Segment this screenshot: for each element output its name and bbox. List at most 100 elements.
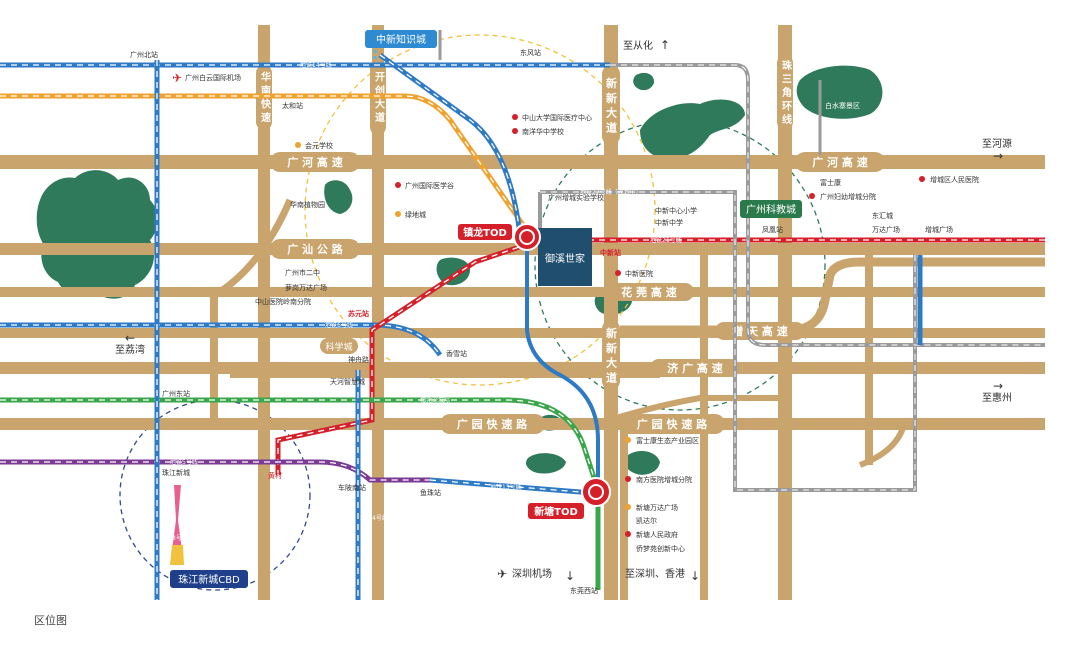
svg-text:地铁14号线: 地铁14号线: [300, 61, 332, 69]
park-baiyun: [796, 65, 883, 119]
district-jiaoyucheng: 广州科教城: [740, 200, 802, 218]
road-label-huaguan: 花 莞 高 速: [621, 285, 677, 299]
tod-xintang: 新塘TOD: [528, 477, 611, 519]
road-label-guanghe-e: 广 河 高 速: [812, 155, 868, 169]
station-shenzhou: 神舟路: [348, 355, 369, 364]
park-small-2: [436, 257, 470, 286]
svg-text:绿地城: 绿地城: [405, 210, 426, 219]
road-label-xinxin-n: 新 新 大 道: [605, 76, 618, 133]
park-west: [36, 170, 158, 299]
tod-xintang-label: 新塘TOD: [534, 505, 578, 518]
svg-text:富士康: 富士康: [820, 178, 841, 187]
svg-text:地铁3号线: 地铁3号线: [160, 534, 188, 542]
svg-text:↓: ↓: [565, 569, 575, 583]
svg-text:萝岗万达广场: 萝岗万达广场: [285, 283, 327, 292]
svg-text:广州妇幼增城分院: 广州妇幼增城分院: [820, 192, 876, 201]
project-name: 御溪世家: [545, 252, 585, 265]
svg-text:中山医院岭南分院: 中山医院岭南分院: [255, 297, 311, 306]
map-caption: 区位图: [34, 614, 67, 627]
district-cbd: 珠江新城CBD: [170, 570, 248, 588]
svg-text:↓: ↓: [690, 569, 700, 583]
district-kexuecheng: 科学城: [320, 338, 358, 354]
svg-text:✈: ✈: [497, 567, 507, 581]
svg-text:←: ←: [125, 331, 135, 345]
park-center: [640, 99, 745, 159]
svg-text:华南植物园: 华南植物园: [290, 200, 325, 209]
station-guangzhou-north: 广州北站: [130, 50, 158, 59]
station-dongfeng: 东风站: [520, 48, 541, 57]
svg-text:增城区人民医院: 增城区人民医院: [930, 175, 979, 184]
svg-text:白水寨景区: 白水寨景区: [825, 101, 860, 110]
station-zhongxin: 中新站: [600, 248, 621, 257]
dir-airport: 深圳机场: [512, 567, 552, 580]
road-curve-west: [208, 198, 294, 302]
svg-text:中山大学国际医疗中心: 中山大学国际医疗中心: [522, 113, 592, 122]
svg-text:地铁16号线: 地铁16号线: [655, 486, 687, 494]
svg-text:地铁6号线: 地铁6号线: [325, 321, 353, 329]
svg-text:万达广场: 万达广场: [872, 225, 900, 234]
station-xiangxue: 香雪站: [446, 349, 467, 358]
station-dongguan: 东莞西站: [570, 586, 598, 595]
svg-text:地铁27号线（规划中）: 地铁27号线（规划中）: [580, 188, 642, 196]
road-label-zengtian: 增 天 高 速: [732, 324, 788, 338]
svg-text:中新医院: 中新医院: [625, 269, 653, 278]
svg-text:中新中学: 中新中学: [655, 218, 683, 227]
road-labels: 广 河 高 速 广 河 高 速 广 汕 公 路 花 莞 高 速 增 天 高 速 …: [256, 55, 885, 434]
road-south-east: [858, 419, 908, 468]
metro-line-5: [0, 459, 430, 483]
radius-circle-cbd: [119, 399, 311, 591]
metro-line-labels: 地铁14号线 地铁21号线 地铁6号线 地铁5号线 地铁13号线 地铁16号线 …: [160, 61, 687, 542]
svg-text:地铁21号线: 地铁21号线: [650, 236, 682, 244]
project-marker: 御溪世家: [538, 228, 592, 286]
svg-text:广州白云国际机场: 广州白云国际机场: [185, 73, 241, 82]
poi-markers: [295, 114, 925, 537]
svg-text:新塘万达广场: 新塘万达广场: [636, 503, 678, 512]
svg-text:→: →: [993, 379, 1003, 393]
svg-text:地铁5号线: 地铁5号线: [170, 458, 198, 466]
district-cbd-label: 珠江新城CBD: [178, 573, 240, 586]
park-small-1: [633, 72, 655, 91]
directions: 至从化 ↑ 至河源 → 至惠州 → 至荔湾 ← 至深圳、香港 ↓ 深圳机场 ✈ …: [115, 38, 1012, 583]
svg-text:广州市二中: 广州市二中: [285, 268, 320, 277]
station-tianhe: 天河智慧城: [330, 377, 365, 386]
svg-text:会元学校: 会元学校: [305, 141, 333, 150]
station-suyuan: 苏元站: [348, 309, 369, 318]
station-labels: 苏元站 中新站 香雪站 神舟路 黄村 珠江新城 天河智慧城 太和站 广州北站 凤…: [130, 48, 953, 595]
district-jiaoyucheng-label: 广州科教城: [746, 203, 796, 216]
dir-liwan: 至荔湾: [115, 343, 145, 356]
park-north-1: [324, 180, 353, 214]
road-label-guangyuan-e: 广 园 快 速 路: [637, 417, 708, 431]
svg-text:南方医院增城分院: 南方医院增城分院: [636, 475, 692, 484]
svg-text:东汇城: 东汇城: [872, 211, 893, 220]
station-zengcheng: 增城广场: [925, 225, 953, 234]
station-huangcun: 黄村: [268, 471, 282, 480]
station-zhujiang: 珠江新城: [162, 468, 190, 477]
district-kexuecheng-label: 科学城: [325, 341, 352, 353]
dir-huizhou: 至惠州: [982, 391, 1012, 404]
park-small-5: [624, 450, 660, 475]
svg-text:穗莞深城际: 穗莞深城际: [420, 396, 450, 404]
metro-line-blue-south: [525, 250, 600, 490]
svg-text:南洋华中学校: 南洋华中学校: [522, 127, 564, 136]
road-label-xinxin-s: 新 新 大 道: [605, 326, 618, 383]
road-label-guangshan: 广 汕 公 路: [287, 242, 343, 256]
dir-heyuan: 至河源: [982, 137, 1012, 150]
poi-labels: 广州白云国际机场 ✈ 中山大学国际医疗中心 南洋华中学校 广州国际医学谷 绿地城…: [172, 71, 979, 553]
svg-text:中新中心小学: 中新中心小学: [655, 206, 697, 215]
dir-north: 至从化: [623, 39, 653, 52]
svg-text:富士康生态产业园区: 富士康生态产业园区: [636, 436, 699, 445]
radius-circle-zhongxin: [304, 34, 656, 386]
station-chebei: 车陂南站: [338, 483, 366, 492]
road-label-jiguang: 济 广 高 速: [667, 361, 723, 375]
district-zhongxin-label: 中新知识城: [376, 33, 426, 46]
station-yuhuang: 鱼珠站: [420, 488, 441, 497]
road-label-guangyuan-w: 广 园 快 速 路: [457, 417, 528, 431]
metro-line-green: [0, 397, 601, 491]
dir-south: 至深圳、香港: [625, 568, 685, 580]
district-zhongxin: 中新知识城: [365, 30, 437, 48]
road-label-guanghe-w: 广 河 高 速: [287, 155, 343, 169]
metro-line-14-diag: [378, 52, 523, 236]
svg-text:✈: ✈: [172, 71, 182, 85]
svg-text:地铁13号线: 地铁13号线: [490, 483, 522, 491]
